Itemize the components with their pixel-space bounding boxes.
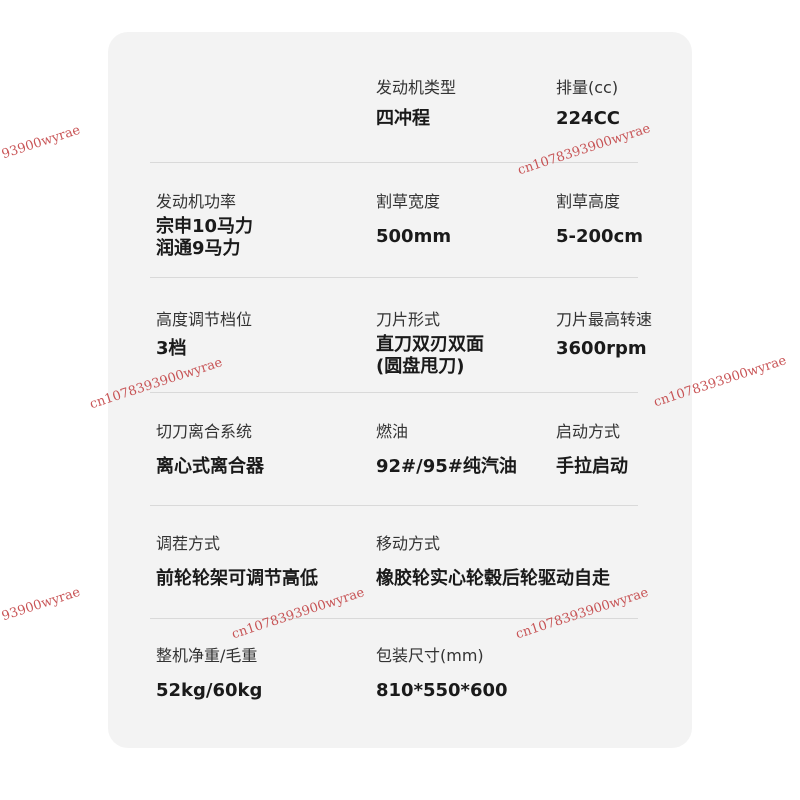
spec-displacement: 排量(cc) 224CC: [556, 78, 620, 130]
spec-label: 移动方式: [376, 534, 441, 553]
spec-value: 3档: [156, 338, 187, 359]
spec-package: 包装尺寸(mm) 810*550*600: [376, 646, 508, 702]
spec-label: 刀片形式: [376, 310, 441, 329]
spec-stubble: 调茬方式 前轮轮架可调节高低: [156, 534, 318, 590]
spec-value: 橡胶轮实心轮毂后轮驱动自走: [376, 568, 610, 589]
spec-value: 92#/95#纯汽油: [376, 456, 517, 477]
spec-value-line: (圆盘甩刀): [376, 356, 465, 377]
spec-blade-speed: 刀片最高转速 3600rpm: [556, 310, 652, 360]
spec-fuel: 燃油 92#/95#纯汽油: [376, 422, 517, 478]
spec-label: 排量(cc): [556, 78, 619, 97]
spec-value: 宗申10马力 润通9马力: [156, 216, 253, 260]
spec-value: 5-200cm: [556, 226, 643, 247]
spec-engine-type: 发动机类型 四冲程: [376, 78, 456, 130]
spec-blade-type: 刀片形式 直刀双刃双面 (圆盘甩刀): [376, 310, 484, 378]
spec-label: 包装尺寸(mm): [376, 646, 484, 665]
spec-value: 3600rpm: [556, 338, 647, 359]
spec-cutting-height: 割草高度 5-200cm: [556, 192, 643, 248]
spec-value: 离心式离合器: [156, 456, 264, 477]
spec-card: 发动机类型 四冲程 排量(cc) 224CC 发动机功率 宗申10马力 润通9马…: [108, 32, 692, 748]
spec-label: 燃油: [376, 422, 409, 441]
spec-value: 直刀双刃双面 (圆盘甩刀): [376, 334, 484, 378]
spec-weight: 整机净重/毛重 52kg/60kg: [156, 646, 262, 702]
spec-value: 500mm: [376, 226, 452, 247]
spec-label: 启动方式: [556, 422, 621, 441]
spec-label: 调茬方式: [156, 534, 221, 553]
spec-height-gears: 高度调节档位 3档: [156, 310, 252, 360]
spec-label: 割草高度: [556, 192, 621, 211]
spec-value-line: 宗申10马力: [156, 216, 254, 237]
spec-start-method: 启动方式 手拉启动: [556, 422, 628, 478]
spec-value: 52kg/60kg: [156, 680, 263, 701]
spec-engine-power: 发动机功率 宗申10马力 润通9马力: [156, 192, 253, 260]
spec-clutch: 切刀离合系统 离心式离合器: [156, 422, 264, 478]
spec-value: 四冲程: [376, 108, 430, 129]
spec-value: 224CC: [556, 108, 620, 129]
watermark-text: 93900wyrae: [0, 122, 83, 163]
spec-label: 刀片最高转速: [556, 310, 653, 329]
spec-label: 整机净重/毛重: [156, 646, 258, 665]
spec-cutting-width: 割草宽度 500mm: [376, 192, 451, 248]
row-divider: [150, 392, 638, 393]
spec-value: 前轮轮架可调节高低: [156, 568, 318, 589]
row-divider: [150, 505, 638, 506]
spec-value-line: 润通9马力: [156, 238, 241, 259]
row-divider: [150, 277, 638, 278]
spec-label: 高度调节档位: [156, 310, 253, 329]
spec-label: 切刀离合系统: [156, 422, 253, 441]
spec-label: 割草宽度: [376, 192, 441, 211]
spec-movement: 移动方式 橡胶轮实心轮毂后轮驱动自走: [376, 534, 610, 590]
spec-label: 发动机功率: [156, 192, 237, 211]
row-divider: [150, 618, 638, 619]
spec-label: 发动机类型: [376, 78, 457, 97]
spec-value-line: 直刀双刃双面: [376, 334, 484, 355]
watermark-text: 93900wyrae: [0, 584, 83, 625]
spec-value: 810*550*600: [376, 680, 508, 701]
spec-value: 手拉启动: [556, 456, 628, 477]
row-divider: [150, 162, 638, 163]
